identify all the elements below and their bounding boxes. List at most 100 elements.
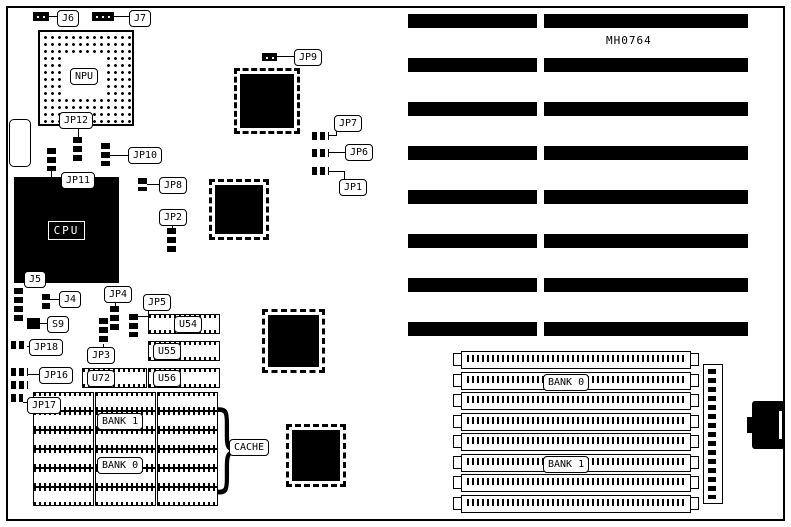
board-model-code: MH0764 [606, 34, 652, 47]
qfp-chip [286, 424, 346, 487]
label-jp2: JP2 [159, 209, 188, 226]
jp3-jumper-icon [99, 318, 108, 344]
board-border [6, 6, 785, 521]
j6-connector-icon [33, 12, 49, 21]
jp7-jumper-icon [312, 132, 329, 140]
isa-slot-segment [544, 278, 748, 292]
isa-slot-segment [408, 14, 537, 28]
jp8-jumper-icon [138, 178, 147, 191]
label-jp7: JP7 [334, 115, 363, 132]
label-j6: J6 [57, 10, 80, 27]
label-j4: J4 [59, 291, 82, 308]
isa-slot-segment [544, 146, 748, 160]
jp18-jumper-icon [11, 341, 27, 349]
leader-line [49, 16, 57, 17]
leader-line [336, 130, 337, 136]
isa-slot-segment [544, 190, 748, 204]
simm-socket [453, 433, 699, 451]
label-simm-bank0: BANK 0 [543, 374, 590, 391]
leader-line [23, 402, 27, 403]
cache-chip [33, 487, 94, 506]
leader-line [40, 323, 47, 324]
label-jp4: JP4 [104, 286, 133, 303]
cache-chip [33, 430, 94, 449]
label-jp5: JP5 [143, 294, 172, 311]
simm-socket [453, 351, 699, 369]
label-jp12: JP12 [59, 112, 94, 129]
label-j7: J7 [129, 10, 152, 27]
cache-chip [157, 430, 218, 449]
label-cpu: CPU [47, 220, 86, 240]
label-u54: U54 [174, 316, 203, 333]
power-connector [703, 364, 723, 504]
simm-socket [453, 474, 699, 492]
cache-chip [95, 430, 156, 449]
s9-switch-icon [27, 318, 40, 329]
label-j5: J5 [24, 271, 47, 288]
leader-line [329, 152, 345, 153]
leader-line [329, 135, 337, 136]
j7-connector-icon [92, 12, 114, 21]
leader-line [115, 301, 116, 306]
leader-line [50, 299, 59, 300]
jp5-jumper-icon [129, 314, 138, 337]
label-cache-bank1: BANK 1 [97, 413, 144, 430]
cache-chip [95, 392, 156, 411]
cache-chip [157, 392, 218, 411]
leader-line [148, 309, 149, 316]
leader-line [114, 16, 129, 17]
isa-slot-segment [544, 234, 748, 248]
cache-chip [157, 411, 218, 430]
leader-line [28, 374, 39, 375]
cache-chip [33, 449, 94, 468]
label-cache: CACHE [229, 439, 270, 456]
jp4-jumper-icon [110, 306, 119, 330]
label-jp1: JP1 [339, 179, 368, 196]
label-jp10: JP10 [128, 147, 163, 164]
label-u55: U55 [153, 343, 182, 360]
keyboard-connector-slit [779, 411, 782, 439]
isa-slot-segment [408, 278, 537, 292]
label-jp17: JP17 [27, 397, 62, 414]
keyboard-connector-tab [747, 417, 752, 433]
label-jp9: JP9 [294, 49, 323, 66]
isa-slot-segment [408, 190, 537, 204]
label-u72: U72 [87, 370, 116, 387]
label-jp6: JP6 [345, 144, 374, 161]
leader-line [27, 346, 30, 347]
qfp-chip [234, 68, 300, 134]
cache-chip [95, 487, 156, 506]
cache-chip [33, 468, 94, 487]
label-npu: NPU [69, 67, 99, 85]
label-jp11: JP11 [61, 172, 96, 189]
isa-slot-segment [544, 322, 748, 336]
isa-slot-segment [408, 234, 537, 248]
leader-line [110, 155, 128, 156]
leader-line [103, 344, 104, 348]
jp6-jumper-icon [312, 149, 329, 157]
jp11-jumper-icon [47, 148, 56, 171]
cache-chip [157, 468, 218, 487]
isa-slot-segment [408, 146, 537, 160]
simm-socket [453, 392, 699, 410]
j5-connector-icon [14, 288, 23, 321]
isa-slot-segment [408, 322, 537, 336]
qfp-chip [209, 179, 269, 240]
label-cache-bank0: BANK 0 [97, 457, 144, 474]
leader-line [51, 171, 52, 180]
leader-line [78, 127, 79, 137]
isa-slot-segment [408, 102, 537, 116]
leader-line [329, 171, 344, 172]
leader-line [52, 179, 61, 180]
jp1-jumper-icon [312, 167, 329, 175]
cpu-chip: CPU [14, 177, 119, 283]
label-jp3: JP3 [87, 347, 116, 364]
jp12-jumper-icon [73, 137, 82, 164]
label-jp18: JP18 [29, 339, 64, 356]
cache-chip [157, 487, 218, 506]
jp16-jumper-icon [11, 381, 28, 389]
isa-slot-segment [544, 58, 748, 72]
isa-slot-segment [544, 102, 748, 116]
leader-line [147, 184, 159, 185]
